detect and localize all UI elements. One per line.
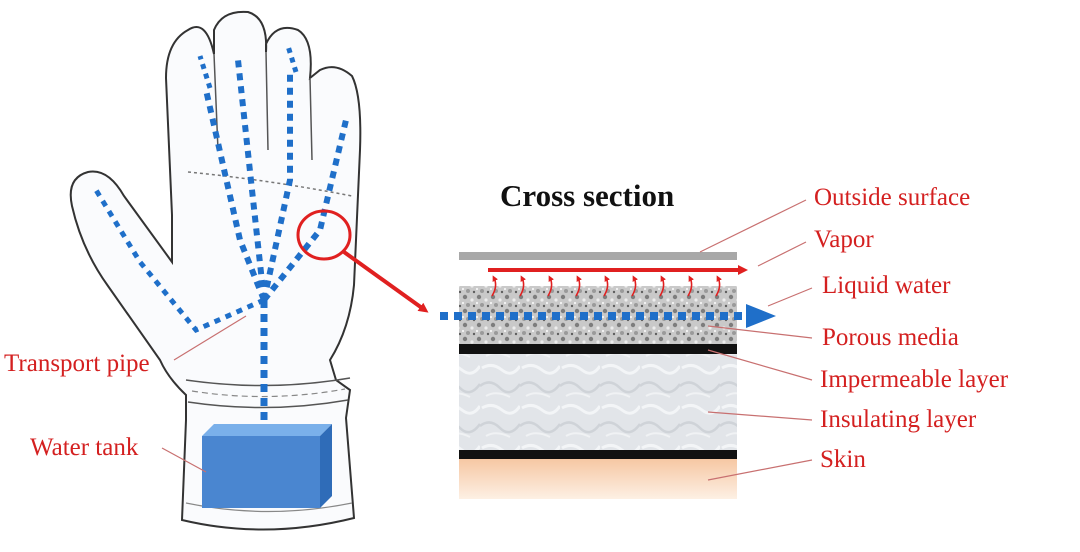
outside-surface-layer bbox=[459, 252, 737, 260]
cross-section-layers bbox=[459, 252, 737, 499]
transport-pipe-network bbox=[93, 45, 349, 420]
label-insulating-layer: Insulating layer bbox=[820, 406, 977, 433]
label-transport-pipe: Transport pipe bbox=[4, 350, 150, 377]
leader-lines bbox=[161, 199, 813, 481]
label-liquid-water: Liquid water bbox=[822, 272, 951, 299]
label-vapor: Vapor bbox=[814, 226, 874, 253]
cross-section-title: Cross section bbox=[500, 178, 675, 213]
insulating-layer-band bbox=[459, 354, 737, 450]
label-skin: Skin bbox=[820, 446, 866, 473]
vapor-arrows bbox=[488, 265, 748, 297]
inner-black-band bbox=[459, 450, 737, 459]
skin-layer bbox=[459, 459, 737, 499]
impermeable-layer-band bbox=[459, 344, 737, 354]
label-water-tank: Water tank bbox=[30, 434, 139, 461]
zoom-arrow bbox=[342, 250, 429, 313]
zoom-circle bbox=[296, 209, 352, 261]
label-porous-media: Porous media bbox=[822, 324, 959, 351]
label-impermeable-layer: Impermeable layer bbox=[820, 366, 1009, 393]
label-outside-surface: Outside surface bbox=[814, 184, 971, 211]
liquid-water-flow bbox=[440, 304, 776, 328]
water-tank bbox=[202, 424, 332, 508]
